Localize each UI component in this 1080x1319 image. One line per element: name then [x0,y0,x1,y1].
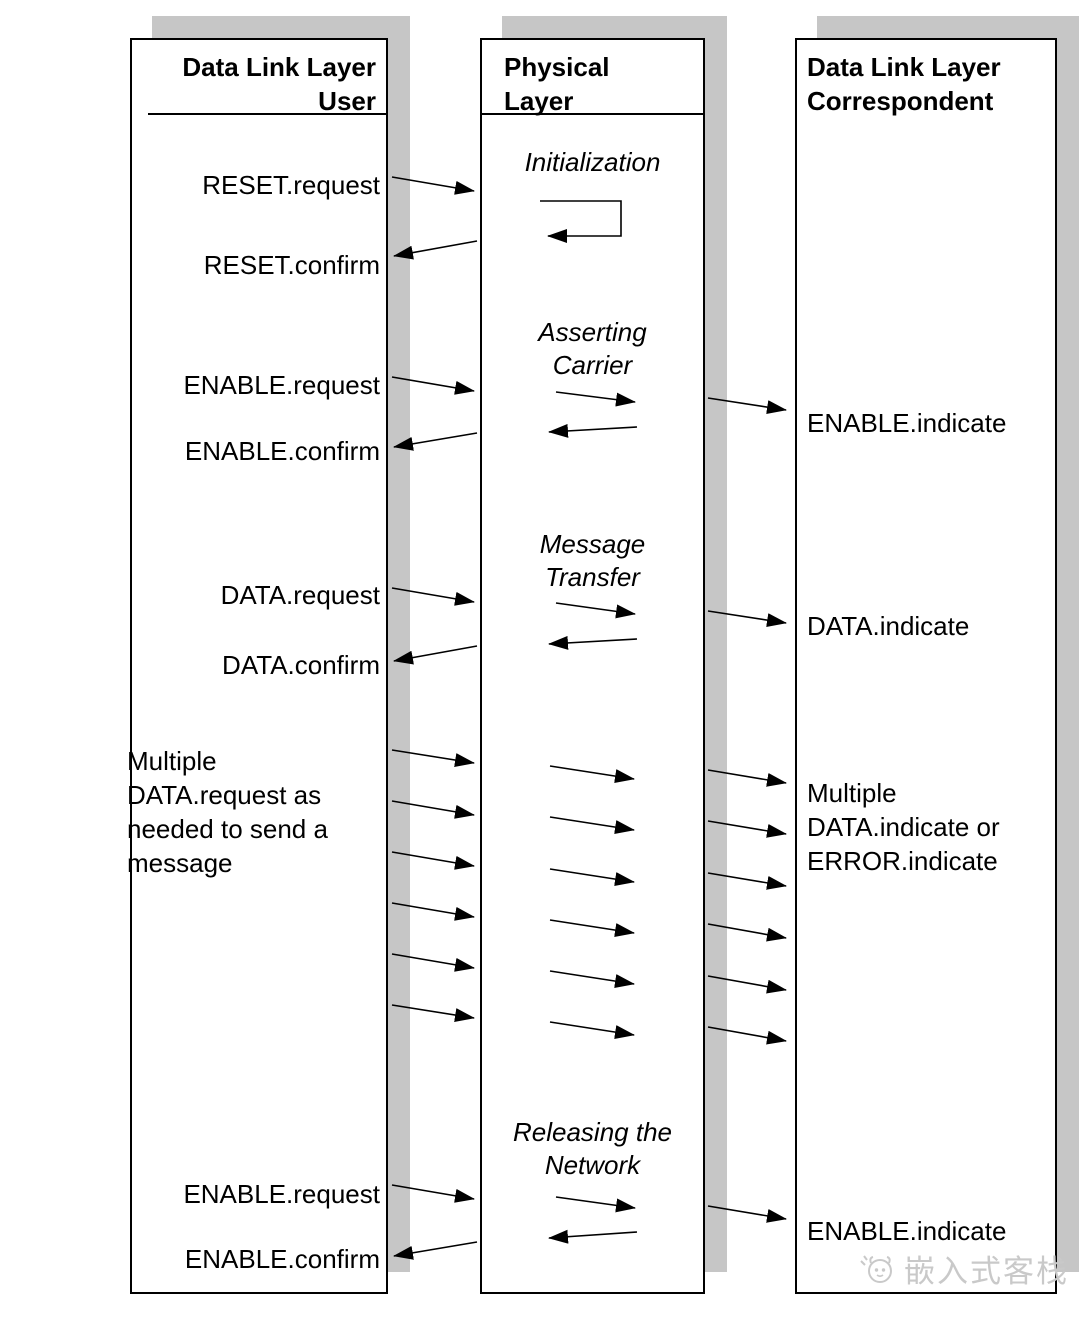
carrier-forward-arrow [555,391,636,407]
phase-message-line1: Message [539,529,646,559]
multiple-request-line3: needed to send a [127,814,328,844]
enable-confirm-arrow-1 [393,432,478,451]
phase-initialization: Initialization [480,146,705,179]
phase-releasing-line1: Releasing the [513,1117,672,1147]
label-enable-indicate-2: ENABLE.indicate [807,1216,1007,1246]
enable-indicate-arrow-1 [707,397,787,415]
right-title-line2: Correspondent [807,86,994,116]
label-enable-request-1: ENABLE.request [183,370,380,400]
data-request-arrow [391,587,475,606]
phase-releasing-network: Releasing the Network [480,1116,705,1182]
label-data-request: DATA.request [220,580,380,610]
right-title-line1: Data Link Layer [807,52,1001,82]
multiple-indicate-line1: Multiple [807,778,897,808]
reset-request-arrow [391,176,475,195]
transfer-forward-arrow [555,602,636,619]
release-return-arrow [548,1229,638,1244]
phase-releasing-line2: Network [544,1150,641,1180]
label-data-confirm: DATA.confirm [222,650,380,680]
enable-confirm-arrow-2 [393,1241,478,1260]
multiple-indicate-line2: DATA.indicate or [807,812,1000,842]
enable-request-arrow-2 [391,1184,475,1203]
phase-asserting-line1: Asserting [538,317,647,347]
middle-column-title: Physical Layer [504,50,610,118]
label-enable-request-2: ENABLE.request [183,1179,380,1209]
left-title-line1: Data Link Layer [182,52,376,82]
transfer-return-arrow [548,635,638,650]
phase-initialization-label: Initialization [524,147,661,177]
label-reset-confirm: RESET.confirm [203,250,380,280]
label-data-indicate: DATA.indicate [807,611,970,641]
watermark: 嵌入式客栈 [858,1246,1069,1291]
right-column-title: Data Link Layer Correspondent [807,50,1001,118]
left-title-line2: User [318,86,376,116]
middle-header-underline [481,113,703,115]
enable-request-arrow-1 [391,376,475,395]
left-column-box [130,38,388,1294]
carrier-return-arrow [548,423,638,438]
label-multiple-data-indicate: Multiple DATA.indicate or ERROR.indicate [807,776,1057,878]
label-multiple-data-request: Multiple DATA.request as needed to send … [127,744,389,880]
middle-title-line1: Physical [504,52,610,82]
label-enable-confirm-1: ENABLE.confirm [184,436,380,466]
phase-message-transfer: Message Transfer [480,528,705,594]
label-enable-indicate-1: ENABLE.indicate [807,408,1007,438]
phase-message-line2: Transfer [545,562,640,592]
multiple-request-line1: Multiple [127,746,217,776]
multiple-request-line4: message [127,848,233,878]
multiple-transfer-arrows [549,765,635,1040]
middle-column-box [480,38,705,1294]
data-indicate-arrow [707,610,787,628]
watermark-text: 嵌入式客栈 [904,1254,1069,1289]
multiple-request-arrows [391,749,475,1022]
right-column-box [795,38,1057,1294]
middle-title-line2: Layer [504,86,574,116]
left-column-title: Data Link Layer User [140,50,376,118]
left-header-underline [148,113,388,115]
multiple-request-line2: DATA.request as [127,780,322,810]
release-forward-arrow [555,1196,636,1213]
enable-indicate-arrow-2 [707,1205,787,1223]
reset-confirm-arrow [393,240,478,260]
phase-asserting-line2: Carrier [552,350,633,380]
label-reset-request: RESET.request [202,170,380,200]
multiple-indicate-arrows [707,769,787,1045]
phase-asserting-carrier: Asserting Carrier [480,316,705,382]
label-enable-confirm-2: ENABLE.confirm [184,1244,380,1274]
initialization-loop-arrow [540,200,622,243]
data-confirm-arrow [393,645,478,665]
multiple-indicate-line3: ERROR.indicate [807,846,998,876]
watermark-logo-icon [860,1254,892,1283]
